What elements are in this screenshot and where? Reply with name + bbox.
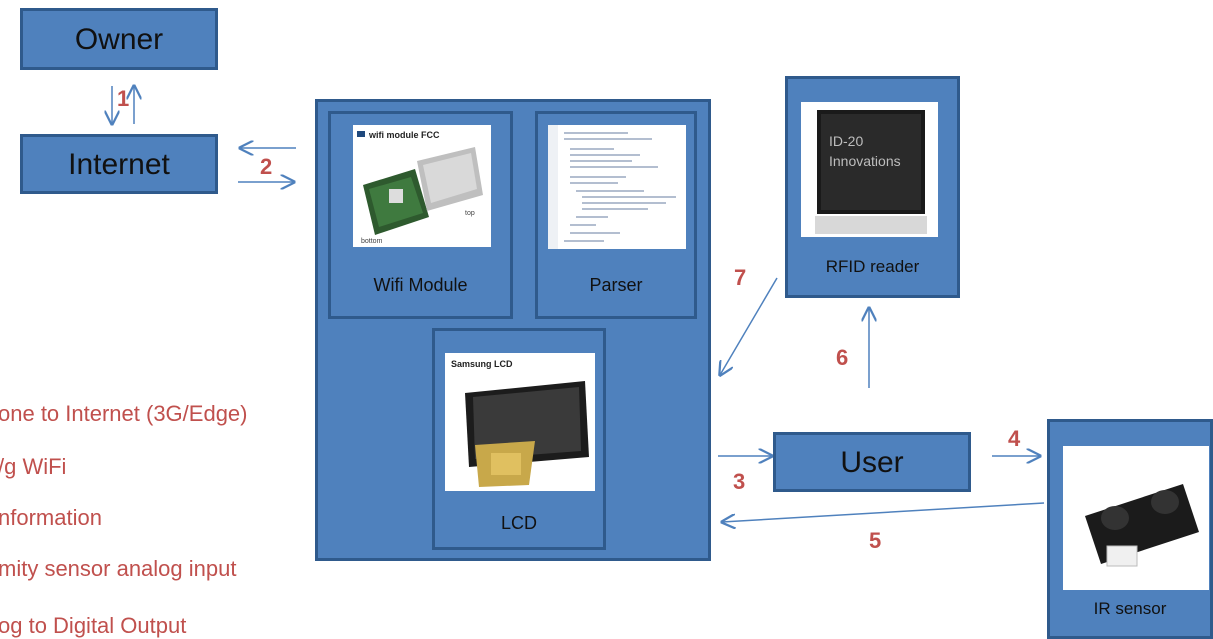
rfid-reader-box: ID-20 Innovations RFID reader bbox=[785, 76, 960, 298]
wifi-top-caption: top bbox=[465, 210, 475, 217]
parser-box: Parser bbox=[535, 111, 697, 319]
rfid-chip-text-1: ID-20 bbox=[829, 133, 863, 149]
step-4: 4 bbox=[1008, 426, 1021, 451]
wifi-caption: wifi module FCC bbox=[368, 130, 440, 140]
user-box: User bbox=[773, 432, 971, 492]
parser-code-image bbox=[548, 125, 686, 249]
wifi-bottom-caption: bottom bbox=[361, 238, 383, 245]
wifi-module-image: wifi module FCC bottom top bbox=[353, 125, 491, 247]
code-screenshot bbox=[548, 125, 676, 249]
step-6: 6 bbox=[836, 345, 849, 370]
wifi-module-box: wifi module FCC bottom top Wifi Module bbox=[328, 111, 513, 319]
internet-label: Internet bbox=[68, 148, 170, 181]
ir-sensor-box: IR sensor bbox=[1047, 419, 1213, 639]
parser-label: Parser bbox=[589, 275, 643, 295]
ir-sensor-label: IR sensor bbox=[1093, 599, 1167, 618]
step-2: 2 bbox=[260, 154, 273, 179]
step-3: 3 bbox=[733, 469, 746, 494]
wifi-module-label: Wifi Module bbox=[373, 275, 468, 295]
legend-item-2: /g WiFi bbox=[0, 454, 67, 479]
step-1: 1 bbox=[117, 86, 130, 111]
arrow-7 bbox=[720, 277, 778, 375]
legend-item-3: nformation bbox=[0, 505, 102, 530]
legend-item-4: mity sensor analog input bbox=[0, 556, 237, 581]
ir-sensor-picture bbox=[1085, 484, 1199, 567]
arrow-5 bbox=[722, 502, 1045, 522]
lcd-label: LCD bbox=[500, 513, 537, 533]
lcd-picture: Samsung LCD bbox=[451, 359, 589, 487]
step-7: 7 bbox=[734, 265, 747, 290]
lcd-image: Samsung LCD bbox=[445, 353, 595, 491]
step-5: 5 bbox=[869, 528, 882, 553]
internet-box: Internet bbox=[20, 134, 218, 194]
rfid-chip-text-2: Innovations bbox=[829, 153, 901, 169]
owner-label: Owner bbox=[74, 23, 164, 56]
rfid-image: ID-20 Innovations bbox=[801, 102, 938, 237]
owner-box: Owner bbox=[20, 8, 218, 70]
user-label: User bbox=[840, 446, 904, 479]
legend-item-5: og to Digital Output bbox=[0, 613, 187, 638]
ir-sensor-image bbox=[1063, 446, 1209, 590]
rfid-picture: ID-20 Innovations bbox=[815, 110, 927, 234]
lcd-caption: Samsung LCD bbox=[451, 359, 513, 369]
wifi-module-picture: wifi module FCC bottom top bbox=[357, 130, 483, 245]
legend-item-1: one to Internet (3G/Edge) bbox=[0, 401, 248, 426]
rfid-reader-label: RFID reader bbox=[825, 257, 920, 276]
lcd-box: Samsung LCD LCD bbox=[432, 328, 606, 550]
